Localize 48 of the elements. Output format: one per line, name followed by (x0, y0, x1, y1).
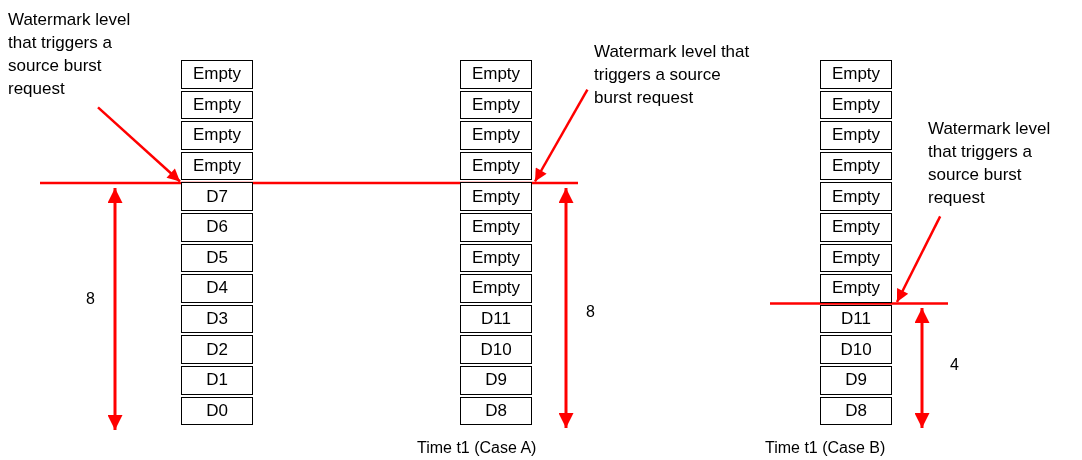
caption: Time t1 (Case B) (765, 439, 886, 457)
fifo-cell: D1 (181, 366, 253, 395)
fifo-cell: Empty (820, 243, 892, 273)
watermark-note: Watermark level that triggers a source burst request (594, 40, 759, 109)
fifo-cell: Empty (460, 274, 532, 303)
fifo-cell: D11 (820, 304, 892, 334)
fifo-cell: D8 (820, 396, 892, 426)
fifo-cell: Empty (820, 274, 892, 303)
fifo-cell: Empty (181, 151, 253, 181)
fifo-cell: Empty (460, 182, 532, 211)
dimension-value: 4 (950, 356, 959, 374)
fifo-cell: D9 (820, 366, 892, 395)
fifo-cell: D7 (181, 182, 253, 211)
leader-arrow (533, 89, 589, 183)
caption: Time t1 (Case A) (417, 439, 537, 457)
fifo-cell: Empty (820, 60, 892, 89)
fifo-cell: Empty (460, 213, 532, 242)
fifo-cell: Empty (820, 121, 892, 150)
fifo-cell: D4 (181, 274, 253, 303)
fifo-cell: D10 (460, 335, 532, 364)
fifo-cell: Empty (820, 213, 892, 242)
fifo-cell: Empty (460, 60, 532, 89)
fifo-cell: D10 (820, 335, 892, 364)
fifo-cell: Empty (820, 182, 892, 211)
fifo-cell: Empty (460, 151, 532, 181)
leader-arrow (97, 106, 181, 183)
fifo-cell: D9 (460, 366, 532, 395)
fifo-cell: D8 (460, 396, 532, 426)
watermark-line (770, 302, 948, 305)
fifo-cell: D2 (181, 335, 253, 364)
fifo-cell: D0 (181, 396, 253, 426)
fifo-cell: D11 (460, 304, 532, 334)
fifo-cell: Empty (460, 121, 532, 150)
watermark-note: Watermark level that triggers a source burst request (928, 117, 1080, 209)
fifo-cell: Empty (181, 121, 253, 150)
fifo-cell: D5 (181, 243, 253, 273)
dimension-value: 8 (586, 303, 595, 321)
fifo-cell: Empty (460, 243, 532, 273)
fifo-cell: Empty (181, 90, 253, 120)
fifo-cell: Empty (820, 151, 892, 181)
dimension-value: 8 (86, 290, 95, 308)
fifo-cell: Empty (181, 60, 253, 89)
fifo-cell: D6 (181, 213, 253, 242)
fifo-cell: Empty (460, 90, 532, 120)
leader-arrow (895, 215, 942, 303)
fifo-cell: Empty (820, 90, 892, 120)
fifo-cell: D3 (181, 304, 253, 334)
watermark-note: Watermark level that triggers a source burst request (8, 8, 158, 100)
